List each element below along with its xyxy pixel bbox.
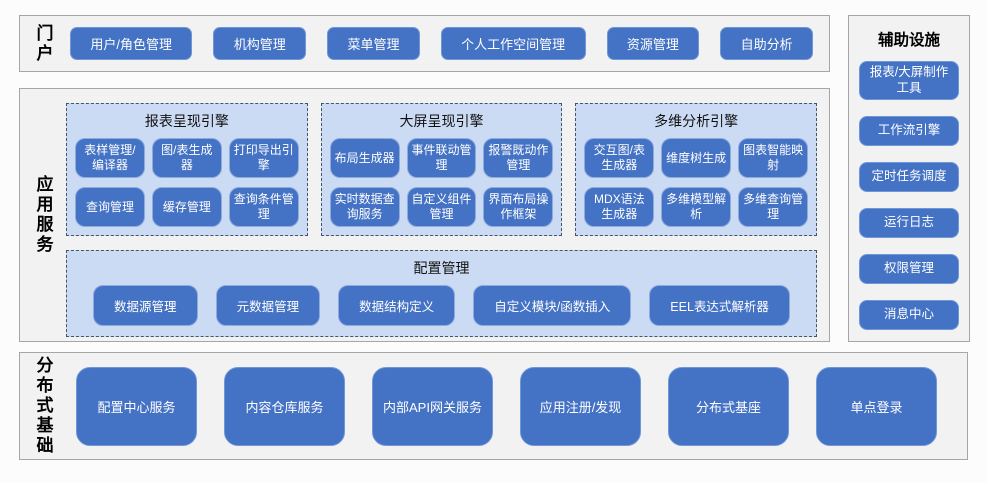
auxiliary-block-scheduler: 定时任务调度 <box>859 162 959 193</box>
config-group: 配置管理 数据源管理 元数据管理 数据结构定义 自定义模块/函数插入 EEL表达… <box>66 250 817 337</box>
module-block: 事件联动管理 <box>406 138 477 178</box>
config-block-datasource: 数据源管理 <box>93 285 198 326</box>
auxiliary-section: 辅助设施 报表/大屏制作工具 工作流引擎 定时任务调度 运行日志 权限管理 消息… <box>848 15 970 342</box>
distributed-button-row: 配置中心服务 内容仓库服务 内部API网关服务 应用注册/发现 分布式基座 单点… <box>66 353 967 459</box>
module-block: 布局生成器 <box>329 138 400 178</box>
engine-group-title: 大屏呈现引擎 <box>399 113 484 129</box>
config-block-metadata: 元数据管理 <box>215 285 321 326</box>
module-block: 打印导出引擎 <box>228 138 299 178</box>
module-block: 交互图/表生成器 <box>584 138 655 178</box>
portal-block-user-role: 用户/角色管理 <box>70 27 193 60</box>
module-block: 报警既动作管理 <box>483 138 554 178</box>
portal-block-resource: 资源管理 <box>606 27 700 60</box>
module-block: 维度树生成 <box>661 138 732 178</box>
distributed-base-section: 分布式基础 配置中心服务 内容仓库服务 内部API网关服务 应用注册/发现 分布… <box>19 352 968 460</box>
module-block: 自定义组件管理 <box>406 187 477 227</box>
portal-block-menu: 菜单管理 <box>327 27 420 60</box>
module-block: 实时数据查询服务 <box>329 187 400 227</box>
distributed-block-content-repo: 内容仓库服务 <box>224 366 345 446</box>
auxiliary-button-column: 报表/大屏制作工具 工作流引擎 定时任务调度 运行日志 权限管理 消息中心 <box>859 61 959 331</box>
engine-module-grid: 表样管理/编译器 图/表生成器 打印导出引擎 查询管理 缓存管理 查询条件管理 <box>75 138 299 227</box>
config-group-title: 配置管理 <box>413 260 470 276</box>
distributed-block-api-gateway: 内部API网关服务 <box>372 366 493 446</box>
engine-group-olap: 多维分析引擎 交互图/表生成器 维度树生成 图表智能映射 MDX语法生成器 多维… <box>575 103 818 236</box>
distributed-block-config-center: 配置中心服务 <box>76 366 197 446</box>
app-services-content: 报表呈现引擎 表样管理/编译器 图/表生成器 打印导出引擎 查询管理 缓存管理 … <box>66 89 829 341</box>
module-block: 查询条件管理 <box>228 187 299 227</box>
module-block: 查询管理 <box>75 187 145 227</box>
engine-groups-row: 报表呈现引擎 表样管理/编译器 图/表生成器 打印导出引擎 查询管理 缓存管理 … <box>66 103 818 236</box>
auxiliary-block-run-log: 运行日志 <box>859 208 959 239</box>
app-services-label-wrap: 应用服务 <box>20 89 66 341</box>
module-block: 多维查询管理 <box>738 187 809 227</box>
distributed-block-app-registry: 应用注册/发现 <box>520 366 641 446</box>
engine-group-bigscreen: 大屏呈现引擎 布局生成器 事件联动管理 报警既动作管理 实时数据查询服务 自定义… <box>320 103 563 236</box>
module-block: 界面布局操作框架 <box>483 187 554 227</box>
auxiliary-block-workflow: 工作流引擎 <box>859 116 959 147</box>
module-block: 图表智能映射 <box>738 138 809 178</box>
distributed-block-base: 分布式基座 <box>668 366 789 446</box>
engine-group-title: 多维分析引擎 <box>654 113 739 129</box>
app-services-section: 应用服务 报表呈现引擎 表样管理/编译器 图/表生成器 打印导出引擎 查询管理 … <box>19 88 830 342</box>
engine-module-grid: 交互图/表生成器 维度树生成 图表智能映射 MDX语法生成器 多维模型解析 多维… <box>584 138 809 227</box>
module-block: 图/表生成器 <box>151 138 222 178</box>
module-block: 多维模型解析 <box>661 187 732 227</box>
config-block-custom-module: 自定义模块/函数插入 <box>473 285 632 326</box>
config-module-row: 数据源管理 元数据管理 数据结构定义 自定义模块/函数插入 EEL表达式解析器 <box>79 285 804 326</box>
portal-block-organization: 机构管理 <box>213 27 307 60</box>
config-block-structure: 数据结构定义 <box>338 285 456 326</box>
portal-section: 门户 用户/角色管理 机构管理 菜单管理 个人工作空间管理 资源管理 自助分析 <box>19 15 830 72</box>
engine-group-title: 报表呈现引擎 <box>144 113 229 129</box>
auxiliary-block-design-tools: 报表/大屏制作工具 <box>859 61 959 101</box>
module-block: MDX语法生成器 <box>584 187 655 227</box>
auxiliary-title: 辅助设施 <box>877 32 940 49</box>
distributed-block-sso: 单点登录 <box>816 366 937 446</box>
module-block: 缓存管理 <box>151 187 222 227</box>
module-block: 表样管理/编译器 <box>75 138 145 178</box>
app-services-label: 应用服务 <box>33 175 53 255</box>
auxiliary-block-message-center: 消息中心 <box>859 300 959 331</box>
portal-block-selfservice: 自助分析 <box>720 27 814 60</box>
portal-label: 门户 <box>33 23 53 64</box>
distributed-label-wrap: 分布式基础 <box>20 353 66 459</box>
config-block-eel-parser: EEL表达式解析器 <box>649 285 790 326</box>
portal-label-wrap: 门户 <box>20 16 66 71</box>
engine-module-grid: 布局生成器 事件联动管理 报警既动作管理 实时数据查询服务 自定义组件管理 界面… <box>329 138 554 227</box>
auxiliary-block-permission: 权限管理 <box>859 254 959 285</box>
portal-button-row: 用户/角色管理 机构管理 菜单管理 个人工作空间管理 资源管理 自助分析 <box>66 16 829 71</box>
distributed-label: 分布式基础 <box>33 356 53 456</box>
portal-block-workspace: 个人工作空间管理 <box>440 27 586 60</box>
engine-group-report: 报表呈现引擎 表样管理/编译器 图/表生成器 打印导出引擎 查询管理 缓存管理 … <box>66 103 308 236</box>
